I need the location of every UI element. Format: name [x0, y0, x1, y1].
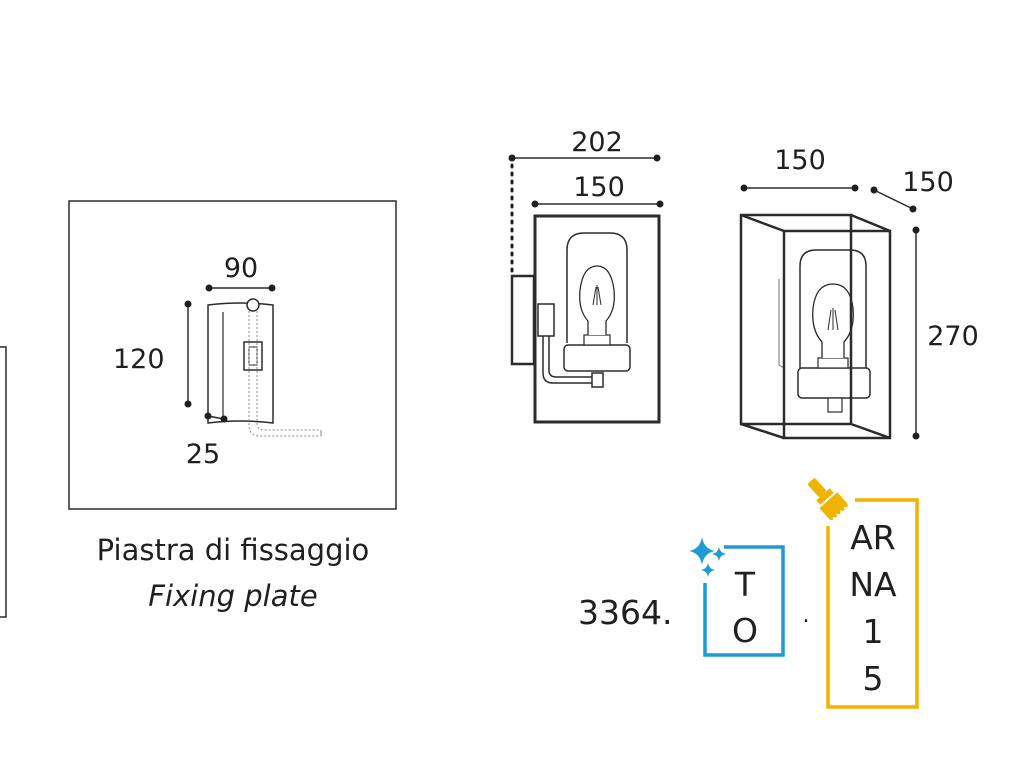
- sparkle-icon-bg: [686, 535, 724, 583]
- lantern-frame-side: [533, 214, 661, 424]
- sparkle-small: [712, 547, 726, 561]
- dim-label-width: 150: [774, 145, 826, 176]
- product-code-prefix: 3364.: [578, 593, 672, 632]
- holder-stem: [827, 397, 843, 413]
- bulb-socket-front: [817, 357, 849, 369]
- dim-dot: [508, 154, 516, 162]
- brush-ferrule: [816, 488, 834, 505]
- dim-dot: [912, 226, 920, 234]
- dim-dot: [870, 186, 878, 194]
- cable-path-inner: [256, 311, 321, 431]
- lamp-holder-front: [797, 367, 871, 399]
- dim-label-height: 270: [927, 321, 979, 352]
- dim-dot: [653, 154, 661, 162]
- dim-dot: [740, 184, 748, 192]
- plate-cable-hole: [246, 298, 260, 312]
- lantern-frame-front: [739, 213, 853, 426]
- frame-edge: [850, 213, 891, 233]
- fixing-plate-outline: [207, 302, 274, 424]
- dim-dot: [184, 300, 192, 308]
- arm-joint: [591, 372, 604, 388]
- color-code-line-2: NA: [849, 565, 897, 604]
- brush-handle: [808, 478, 826, 497]
- dim-dot: [531, 200, 539, 208]
- color-code-box: [826, 498, 919, 709]
- arm-mount: [537, 303, 555, 337]
- wall-plate: [510, 274, 536, 366]
- arm-tube-inner: [548, 336, 592, 378]
- sparkle-small: [701, 563, 715, 577]
- product-code: 3364. T O . AR NA 1 5: [578, 476, 919, 709]
- finish-code-box: [703, 545, 785, 657]
- frame-edge: [740, 422, 785, 440]
- color-code-line-4: 5: [863, 659, 884, 698]
- dim-dot: [268, 284, 276, 292]
- back-wall-plate: [778, 279, 785, 369]
- dim-label-plate-depth: 25: [186, 439, 220, 470]
- dim-label-plate-height: 120: [113, 344, 165, 375]
- plate-terminal-block: [243, 341, 263, 371]
- dim-dot: [220, 415, 228, 423]
- finish-code-line-1: T: [734, 565, 756, 604]
- glass-diffuser-front: [799, 249, 867, 368]
- dim-dot: [909, 205, 917, 213]
- dim-dot: [204, 412, 212, 420]
- dim-dot: [912, 432, 920, 440]
- dim-label-total-depth: 202: [571, 127, 623, 158]
- color-code-line-3: 1: [863, 612, 884, 651]
- arm-tube: [542, 336, 592, 384]
- sparkle-icon: [686, 535, 726, 583]
- caption-italian: Piastra di fissaggio: [97, 533, 370, 567]
- code-separator: .: [803, 603, 810, 628]
- frame-edge: [850, 422, 891, 440]
- dim-dot: [205, 284, 213, 292]
- dim-label-depth: 150: [902, 167, 954, 198]
- perspective-view-drawing: 150 150 270: [739, 145, 979, 440]
- fixing-plate-panel: 90 120 25 Piastra di fissaggio Fixing pl…: [68, 200, 397, 613]
- fixing-plate-frame: [68, 200, 397, 510]
- finish-code-line-2: O: [732, 611, 758, 650]
- brush-bristles: [819, 492, 848, 521]
- bulb-filament-front: [827, 308, 839, 331]
- paintbrush-icon: [803, 476, 855, 526]
- sparkle-large: [689, 537, 715, 565]
- bulb-socket: [583, 334, 611, 346]
- dim-label-body-depth: 150: [573, 172, 625, 203]
- cut-off-frame: [0, 346, 7, 618]
- dim-dot: [184, 400, 192, 408]
- dim-dot: [851, 184, 859, 192]
- caption-english: Fixing plate: [148, 579, 317, 613]
- dim-label-plate-width: 90: [224, 253, 258, 284]
- lantern-frame-back: [782, 229, 892, 440]
- lamp-holder: [563, 344, 631, 372]
- dim-line-depth: [873, 189, 914, 210]
- frame-edge: [740, 213, 785, 233]
- bulb-filament: [592, 285, 602, 306]
- color-code-line-1: AR: [850, 518, 896, 557]
- side-view-drawing: 202 150: [508, 127, 664, 424]
- glass-diffuser: [566, 232, 628, 343]
- dim-dot: [656, 200, 664, 208]
